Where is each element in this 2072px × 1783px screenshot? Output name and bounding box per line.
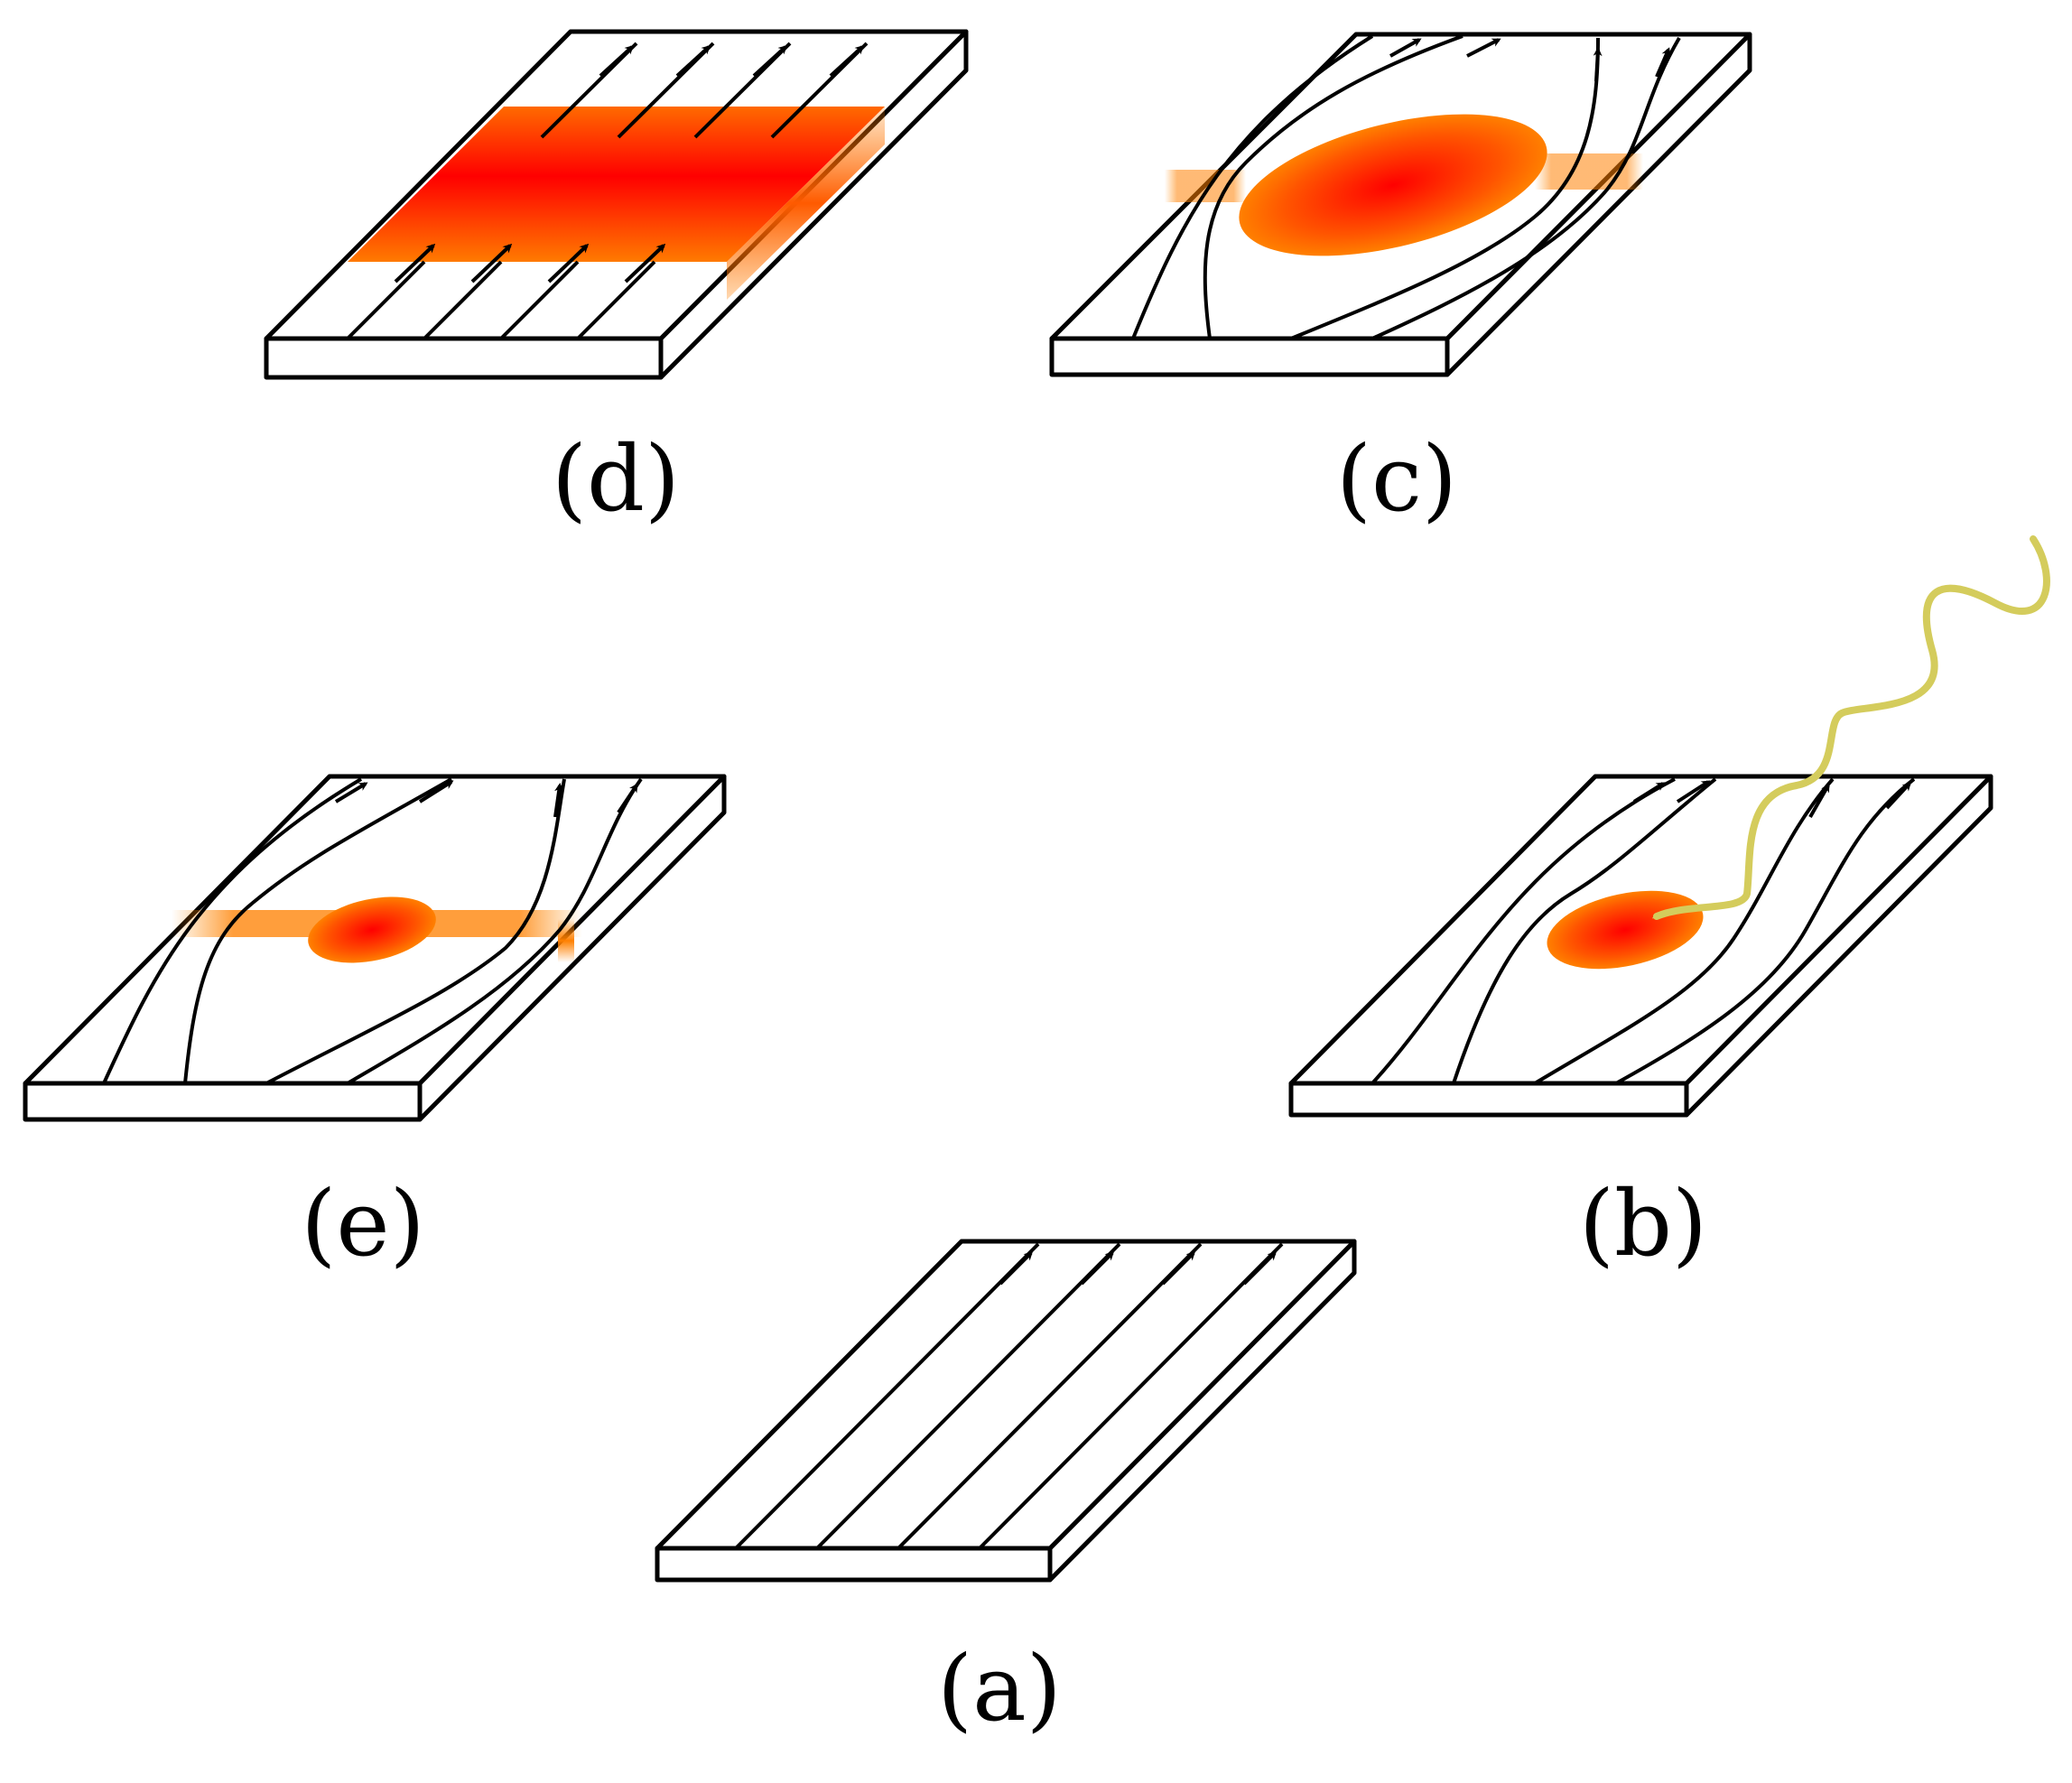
panel-label-c: (c): [1336, 426, 1457, 532]
resistive-belt-d: [348, 107, 885, 262]
strip-a: [655, 1239, 1357, 1583]
hotspot-c-band-left: [1165, 170, 1246, 202]
field-lines-a: [734, 1242, 1284, 1550]
hotspot-e: [308, 896, 436, 963]
panel-d: (d): [264, 29, 969, 532]
panel-a: (a): [655, 1239, 1357, 1741]
panel-label-a: (a): [937, 1636, 1062, 1741]
photon-arrow: [1651, 535, 2050, 920]
panel-label-e: (e): [301, 1171, 424, 1277]
field-lines-b: [1370, 777, 1916, 1085]
panel-c: (c): [1049, 32, 1752, 532]
field-lines-e: [102, 777, 643, 1085]
hotspot-e-band-side: [558, 919, 574, 962]
field-lines-d: [346, 42, 869, 340]
panel-b: (b): [1288, 535, 2050, 1277]
hotspot-c: [1239, 114, 1547, 256]
field-lines-c: [1131, 34, 1681, 340]
resistive-belt-d-side: [727, 107, 885, 300]
panel-label-d: (d): [552, 426, 680, 532]
panel-label-b: (b): [1579, 1171, 1707, 1277]
panel-e: (e): [23, 774, 727, 1277]
